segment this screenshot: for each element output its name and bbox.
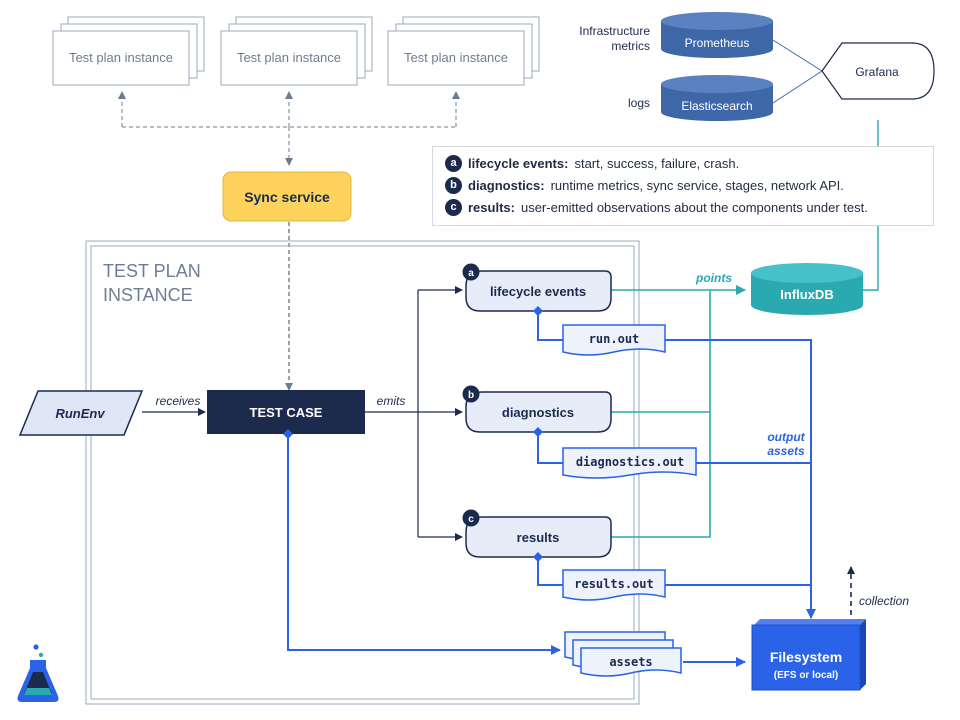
legend-key: results: <box>468 199 515 215</box>
stream-lifecycle-events: lifecycle events a <box>462 263 612 312</box>
file-results-out: results.out <box>562 569 666 601</box>
influxdb-label: InfluxDB <box>780 287 833 302</box>
datasource-to-grafana-lines <box>772 39 823 104</box>
stream-results: results c <box>462 509 612 558</box>
stream-diagnostics: diagnostics b <box>462 385 612 433</box>
file-label: results.out <box>574 577 653 591</box>
runenv-label: RunEnv <box>55 406 105 421</box>
test-plan-stack-label: Test plan instance <box>69 50 173 65</box>
file-label: run.out <box>589 332 640 346</box>
badge-letter: c <box>468 514 474 525</box>
badge-letter: a <box>468 268 474 279</box>
test-case-node: TEST CASE <box>207 390 365 434</box>
elasticsearch-node: logs Elasticsearch <box>628 75 773 121</box>
legend-text: user-emitted observations about the comp… <box>520 199 868 215</box>
output-assets-label-line2: assets <box>767 444 805 458</box>
points-label: points <box>695 271 732 285</box>
elasticsearch-side-label: logs <box>628 96 650 110</box>
badge-b-icon: b <box>445 176 462 194</box>
runenv-node: RunEnv <box>18 390 144 436</box>
test-plan-stack-1: Test plan instance <box>52 16 205 86</box>
assets-stack: assets <box>564 631 682 677</box>
elasticsearch-label: Elasticsearch <box>681 99 752 113</box>
prometheus-label: Prometheus <box>685 36 750 50</box>
file-label: diagnostics.out <box>576 455 684 469</box>
sync-service: Sync service <box>222 171 352 222</box>
influxdb-node: InfluxDB <box>751 263 863 315</box>
assets-connector <box>283 429 561 655</box>
prometheus-node: Infrastructure metrics Prometheus <box>579 12 773 58</box>
test-case-label: TEST CASE <box>250 405 323 420</box>
filesystem-node: Filesystem (EFS or local) <box>751 619 866 691</box>
points-lines <box>610 285 746 538</box>
file-run-out: run.out <box>562 324 666 356</box>
badge-a-icon: a <box>445 154 462 172</box>
sync-service-label: Sync service <box>244 189 330 205</box>
badge-letter: b <box>468 390 474 401</box>
test-plan-stack-label: Test plan instance <box>237 50 341 65</box>
flask-logo-icon <box>17 644 59 702</box>
test-plan-instance-title-line1: TEST PLAN <box>103 261 201 281</box>
sync-dashed-connectors <box>118 91 460 391</box>
test-plan-stack-3: Test plan instance <box>387 16 540 86</box>
assets-label: assets <box>609 655 652 669</box>
badge-a-icon <box>462 263 480 281</box>
badge-b-icon <box>462 385 480 403</box>
filesystem-sublabel: (EFS or local) <box>774 670 838 681</box>
test-plan-instance-title-line2: INSTANCE <box>103 285 193 305</box>
test-plan-stack-label: Test plan instance <box>404 50 508 65</box>
stream-label: lifecycle events <box>490 284 586 299</box>
emits-connector <box>365 286 463 541</box>
legend-key: diagnostics: <box>468 177 545 193</box>
stream-label: diagnostics <box>502 405 574 420</box>
output-assets-label-line1: output <box>767 430 805 444</box>
legend-text: runtime metrics, sync service, stages, n… <box>550 177 844 193</box>
test-plan-stack-2: Test plan instance <box>220 16 373 86</box>
legend-key: lifecycle events: <box>468 155 569 171</box>
stream-label: results <box>517 530 560 545</box>
receives-label: receives <box>156 394 201 408</box>
legend-text: start, success, failure, crash. <box>574 155 740 171</box>
prometheus-side-label-line1: Infrastructure <box>579 24 650 38</box>
legend-row: b diagnostics: runtime metrics, sync ser… <box>445 174 933 196</box>
badge-c-icon: c <box>445 198 462 216</box>
emits-label: emits <box>377 394 406 408</box>
grafana-label: Grafana <box>855 65 899 79</box>
filesystem-label: Filesystem <box>770 649 842 665</box>
file-diagnostics-out: diagnostics.out <box>562 447 697 479</box>
collection-label: collection <box>859 594 909 608</box>
grafana-node: Grafana <box>821 42 935 100</box>
legend-row: c results: user-emitted observations abo… <box>445 196 933 218</box>
prometheus-side-label-line2: metrics <box>611 39 650 53</box>
legend-row: a lifecycle events: start, success, fail… <box>445 152 933 174</box>
legend-box: a lifecycle events: start, success, fail… <box>432 146 934 226</box>
